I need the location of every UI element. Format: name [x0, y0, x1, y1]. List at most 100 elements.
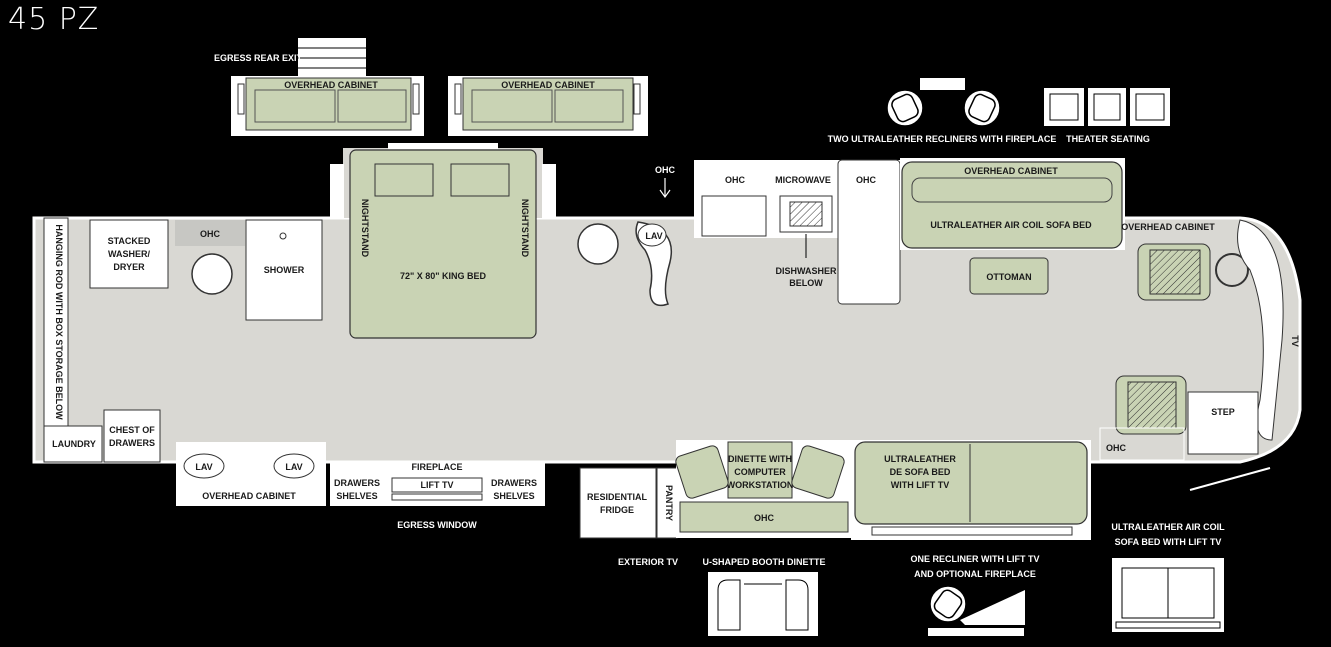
drawers-left-label-1: DRAWERS	[334, 478, 380, 488]
ohc-front-area	[1099, 427, 1185, 461]
nightstand-right-block	[542, 164, 556, 218]
lav-right-sink	[273, 453, 315, 479]
ottoman-label: OTTOMAN	[986, 272, 1031, 282]
ohc-kitchen-label-1: OHC	[725, 175, 746, 185]
ottoman	[969, 257, 1049, 295]
egress-rear-exit-steps	[298, 38, 366, 76]
slideout-top-left	[231, 76, 424, 136]
theater-seating-label: THEATER SEATING	[1066, 134, 1150, 144]
two-recliners-label: TWO ULTRALEATHER RECLINERS WITH FIREPLAC…	[828, 134, 1057, 144]
kitchen-sink	[701, 195, 767, 237]
shower-drain-icon	[279, 232, 287, 240]
chest-of-drawers	[103, 409, 161, 463]
drawers-right-label-2: SHELVES	[493, 491, 534, 501]
one-recliner-icon	[928, 585, 1025, 636]
dinette-chair-right	[791, 445, 845, 499]
nightstand-right-label: NIGHTSTAND	[520, 199, 530, 258]
fireplace-icon	[920, 78, 965, 90]
ohc-front-label: OHC	[1106, 443, 1127, 453]
residential-fridge	[579, 467, 657, 539]
theater-seating-icon	[1044, 88, 1170, 126]
washer-dryer	[89, 219, 169, 289]
fireplace-label: FIREPLACE	[411, 462, 462, 472]
shower	[245, 219, 323, 321]
laundry-label: LAUNDRY	[52, 439, 96, 449]
steering-wheel-icon	[1215, 253, 1249, 287]
one-recliner-label-2: AND OPTIONAL FIREPLACE	[914, 569, 1036, 579]
ohc-dinette-label: OHC	[754, 513, 775, 523]
fireplace-unit	[391, 477, 483, 493]
washer-dryer-label-3: DRYER	[113, 262, 145, 272]
king-bed	[349, 149, 537, 339]
exterior-tv-label: EXTERIOR TV	[618, 557, 678, 567]
chest-label-2: DRAWERS	[109, 438, 155, 448]
lav-right-label: LAV	[285, 462, 302, 472]
hanging-rod-label: HANGING ROD WITH BOX STORAGE BELOW	[54, 224, 64, 420]
u-booth-label: U-SHAPED BOOTH DINETTE	[702, 557, 825, 567]
washer-dryer-label-1: STACKED	[108, 236, 151, 246]
ohc-arrow-label: OHC	[655, 165, 676, 175]
lav-left-label: LAV	[195, 462, 212, 472]
tv-label: TV	[1290, 335, 1300, 347]
de-sofa-label-3: WITH LIFT TV	[891, 480, 950, 490]
ohc-bath-area	[175, 220, 245, 246]
dinette-chair-left	[675, 445, 729, 499]
dashboard	[1237, 219, 1284, 441]
dinette-label-2: COMPUTER	[734, 467, 786, 477]
air-coil-label-1: ULTRALEATHER AIR COIL	[1111, 522, 1225, 532]
fridge-label-1: RESIDENTIAL	[587, 492, 648, 502]
dinette-workstation	[727, 441, 793, 499]
lav-mid-sink	[637, 223, 667, 247]
one-recliner-label-1: ONE RECLINER WITH LIFT TV	[911, 554, 1040, 564]
dinette-label-3: WORKSTATION	[727, 480, 794, 490]
entry-door-swing	[1189, 467, 1271, 491]
u-booth-icon	[708, 572, 818, 636]
lav-mid-label: LAV	[645, 231, 662, 241]
dinette-label-1: DINETTE WITH	[728, 454, 792, 464]
ohc-dinette-area	[679, 501, 849, 533]
sofa-bed-top-label: ULTRALEATHER AIR COIL SOFA BED	[930, 220, 1092, 230]
overhead-cabinet-label-2: OVERHEAD CABINET	[501, 80, 595, 90]
washer-dryer-label-2: WASHER/	[108, 249, 151, 259]
step-label: STEP	[1211, 407, 1235, 417]
hanging-rod-closet	[43, 217, 69, 427]
entry-step	[1187, 391, 1259, 455]
king-bed-label: 72" X 80" KING BED	[400, 271, 487, 281]
chest-label-1: CHEST OF	[109, 425, 155, 435]
toilet-mid-icon	[577, 223, 619, 265]
air-coil-sofa-icon	[1112, 558, 1224, 632]
nightstand-left-block	[330, 164, 344, 218]
bedroom-window	[388, 143, 498, 149]
lift-tv-label: LIFT TV	[421, 480, 454, 490]
pantry-label: PANTRY	[664, 485, 674, 521]
de-sofa-label-1: ULTRALEATHER	[884, 454, 956, 464]
drawers-left-label-2: SHELVES	[336, 491, 377, 501]
egress-window-label: EGRESS WINDOW	[397, 520, 477, 530]
de-sofa-label-2: DE SOFA BED	[890, 467, 951, 477]
egress-rear-exit-label: EGRESS REAR EXIT	[214, 53, 303, 63]
ohc-kitchen-label-2: OHC	[856, 175, 877, 185]
drawers-right-label-1: DRAWERS	[491, 478, 537, 488]
de-sofa-bed	[854, 441, 1088, 525]
fridge-label-2: FRIDGE	[600, 505, 634, 515]
pillow-right	[450, 163, 510, 197]
lav-left-sink	[183, 453, 225, 479]
overhead-cabinet-label-1: OVERHEAD CABINET	[284, 80, 378, 90]
pillow-left	[374, 163, 434, 197]
air-coil-label-2: SOFA BED WITH LIFT TV	[1115, 537, 1222, 547]
ohc-bath-label: OHC	[200, 229, 221, 239]
laundry-cabinet	[43, 425, 103, 463]
overhead-cabinet-front-label: OVERHEAD CABINET	[1121, 222, 1215, 232]
lift-tv-cabinet	[871, 526, 1073, 536]
toilet-icon	[191, 253, 233, 295]
overhead-cabinet-bottom-label: OVERHEAD CABINET	[202, 491, 296, 501]
two-recliners-icon	[886, 89, 1001, 127]
nightstand-left-label: NIGHTSTAND	[360, 199, 370, 258]
microwave-label: MICROWAVE	[775, 175, 831, 185]
model-title: 45 PZ	[8, 2, 100, 37]
shower-label: SHOWER	[264, 265, 305, 275]
dishwasher-label-2: BELOW	[789, 278, 823, 288]
overhead-cabinet-sofa-label: OVERHEAD CABINET	[964, 166, 1058, 176]
dishwasher-label-1: DISHWASHER	[775, 266, 837, 276]
